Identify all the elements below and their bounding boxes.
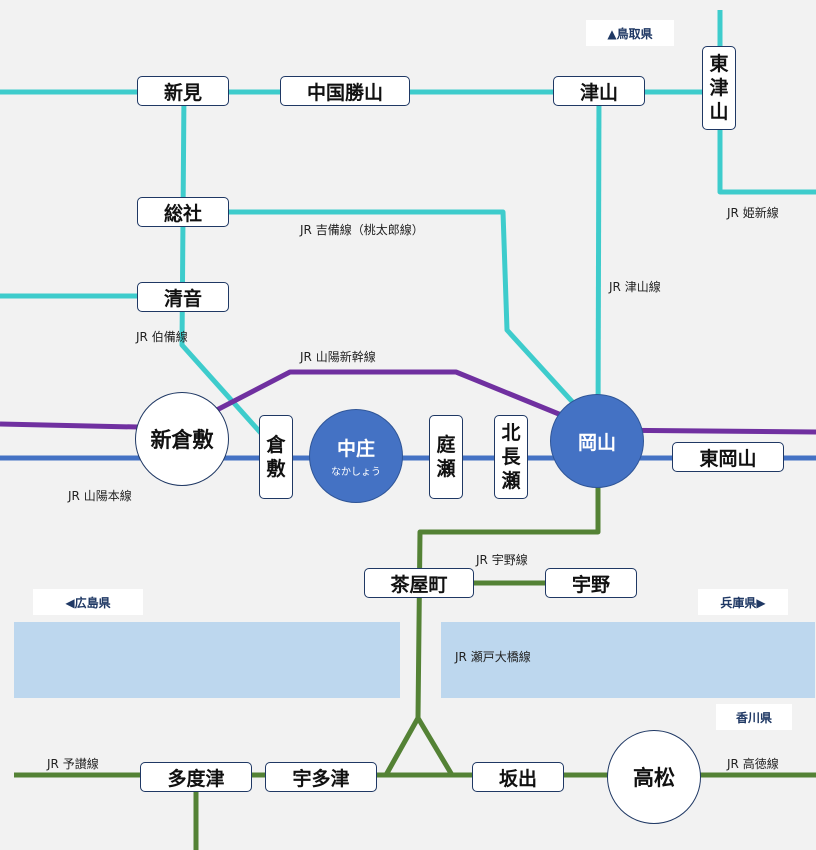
station-tadotsu[interactable]: 多度津: [140, 762, 252, 792]
station-char: 山: [709, 101, 729, 123]
station-sakaide[interactable]: 坂出: [472, 762, 564, 792]
line-label-sanyo-main: JR 山陽本線: [68, 489, 132, 503]
station-char: 庭: [436, 434, 456, 456]
line-label-uno: JR 宇野線: [476, 553, 528, 567]
station-takamatsu[interactable]: 高松: [607, 730, 701, 824]
station-label: 中庄: [336, 438, 375, 460]
line-label-kishin: JR 姫新線: [727, 206, 779, 220]
station-char: 瀬: [501, 470, 521, 492]
sanyo-shinkansen-line: [0, 369, 816, 435]
station-utazu[interactable]: 宇多津: [265, 762, 377, 792]
pref-label-hiroshima: ◀広島県: [33, 589, 143, 615]
station-niimi[interactable]: 新見: [137, 76, 229, 106]
pref-label-tottori: ▲鳥取県: [586, 20, 674, 46]
station-nakasho[interactable]: 中庄 なかしょう: [309, 409, 403, 503]
station-higashi-tsuyama[interactable]: 東 津 山: [702, 46, 736, 130]
pref-label-kagawa: 香川県: [716, 704, 792, 730]
kibi-line: [182, 209, 600, 432]
station-uno[interactable]: 宇野: [545, 568, 637, 598]
tsuyama-line: [595, 91, 602, 431]
seto-ohashi-line: [415, 478, 601, 719]
station-chugoku-katsuyama[interactable]: 中国勝山: [280, 76, 410, 106]
sea-area-east: [441, 622, 815, 698]
line-label-sanyo-shinkansen: JR 山陽新幹線: [300, 350, 376, 364]
station-reading: なかしょう: [331, 467, 381, 478]
station-char: 長: [501, 446, 521, 468]
line-label-kotoku: JR 高徳線: [727, 757, 779, 771]
station-char: 北: [501, 422, 521, 444]
station-niwase[interactable]: 庭 瀬: [429, 415, 463, 499]
hakubi-line: [179, 91, 287, 462]
station-kiyone[interactable]: 清音: [137, 282, 229, 312]
station-kurashiki[interactable]: 倉 敷: [259, 415, 293, 499]
line-label-tsuyama: JR 津山線: [609, 280, 661, 294]
station-char: 敷: [266, 458, 286, 480]
station-label: 高松: [633, 766, 675, 790]
station-shin-kurashiki[interactable]: 新倉敷: [135, 392, 229, 486]
line-label-seto-ohashi: JR 瀬戸大橋線: [455, 650, 531, 664]
sea-area-west: [14, 622, 400, 698]
station-okayama[interactable]: 岡山: [550, 394, 644, 488]
station-char: 津: [709, 77, 729, 99]
seto-ohashi-triangle: [383, 715, 455, 778]
station-soja[interactable]: 総社: [137, 197, 229, 227]
line-label-kibi: JR 吉備線（桃太郎線）: [300, 223, 424, 237]
line-label-yosan: JR 予讃線: [47, 757, 99, 771]
station-chayamachi[interactable]: 茶屋町: [364, 568, 474, 598]
station-char: 東: [709, 53, 729, 75]
station-kita-nagase[interactable]: 北 長 瀬: [494, 415, 528, 499]
station-label: 新倉敷: [150, 428, 214, 452]
station-higashi-okayama[interactable]: 東岡山: [672, 442, 784, 472]
line-label-hakubi: JR 伯備線: [136, 330, 188, 344]
station-tsuyama[interactable]: 津山: [553, 76, 645, 106]
station-char: 倉: [266, 434, 286, 456]
station-char: 瀬: [436, 458, 456, 480]
station-label: 岡山: [577, 431, 616, 454]
pref-label-hyogo: 兵庫県▶: [698, 589, 788, 615]
